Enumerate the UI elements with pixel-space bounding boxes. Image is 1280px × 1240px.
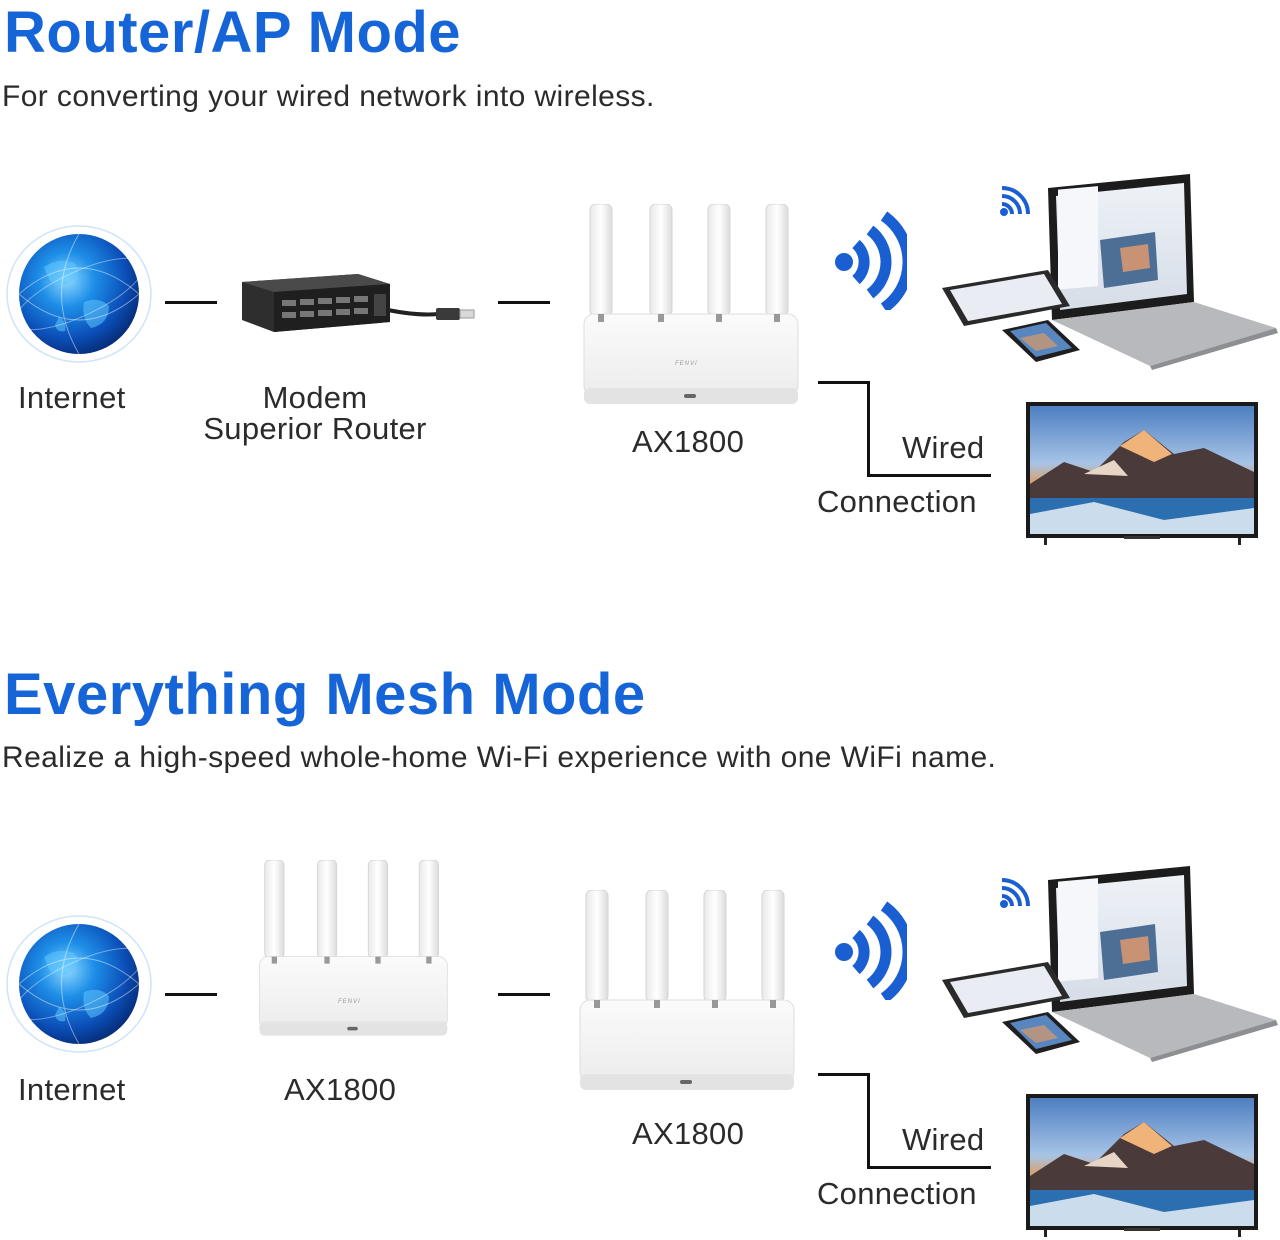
section2-title: Everything Mesh Mode xyxy=(4,662,646,727)
globe-icon xyxy=(4,222,154,367)
router-label: AX1800 xyxy=(632,424,745,459)
internet-label: Internet xyxy=(18,1072,126,1107)
tablet-icon xyxy=(942,962,1070,1018)
wifi-icon xyxy=(1000,878,1030,908)
wifi-icon xyxy=(1000,186,1030,216)
router-node-label: AX1800 xyxy=(632,1116,745,1151)
wifi-icon xyxy=(832,900,907,1000)
wired-line xyxy=(867,474,991,477)
wired-line xyxy=(818,381,870,384)
device-group xyxy=(940,862,1280,1062)
device-group xyxy=(940,170,1280,370)
connector-line xyxy=(498,993,550,996)
router-icon xyxy=(580,204,800,409)
router-brand: FENVI xyxy=(675,361,698,367)
section2-subtitle: Realize a high-speed whole-home Wi-Fi ex… xyxy=(2,741,997,774)
phone-icon xyxy=(1002,1012,1080,1054)
wired-line xyxy=(818,1073,870,1076)
tablet-icon xyxy=(942,270,1070,326)
internet-label: Internet xyxy=(18,380,126,415)
connector-line xyxy=(498,301,550,304)
wifi-icon xyxy=(832,210,907,310)
wired-label-line1: Wired xyxy=(902,1122,985,1157)
laptop-icon xyxy=(1048,866,1278,1062)
wired-label-line2: Connection xyxy=(817,484,977,519)
modem-label-line1: Modem xyxy=(262,380,368,415)
phone-icon xyxy=(1002,320,1080,362)
modem-label-line2: Superior Router xyxy=(203,411,427,446)
wired-line xyxy=(867,381,870,477)
laptop-icon xyxy=(1048,174,1278,370)
section1-subtitle: For converting your wired network into w… xyxy=(2,80,655,113)
wired-label-line2: Connection xyxy=(817,1176,977,1211)
wired-label-line1: Wired xyxy=(902,430,985,465)
wired-line xyxy=(867,1166,991,1169)
connector-line xyxy=(165,301,217,304)
router-brand: FENVI xyxy=(338,999,361,1005)
wired-line xyxy=(867,1073,870,1169)
router-icon xyxy=(255,860,450,1040)
modem-icon xyxy=(238,270,488,340)
tv-icon xyxy=(1024,1094,1260,1239)
tv-icon xyxy=(1024,402,1260,547)
globe-icon xyxy=(4,912,154,1057)
router-icon xyxy=(576,890,796,1095)
connector-line xyxy=(165,993,217,996)
router-main-label: AX1800 xyxy=(284,1072,397,1107)
section1-title: Router/AP Mode xyxy=(4,0,462,65)
